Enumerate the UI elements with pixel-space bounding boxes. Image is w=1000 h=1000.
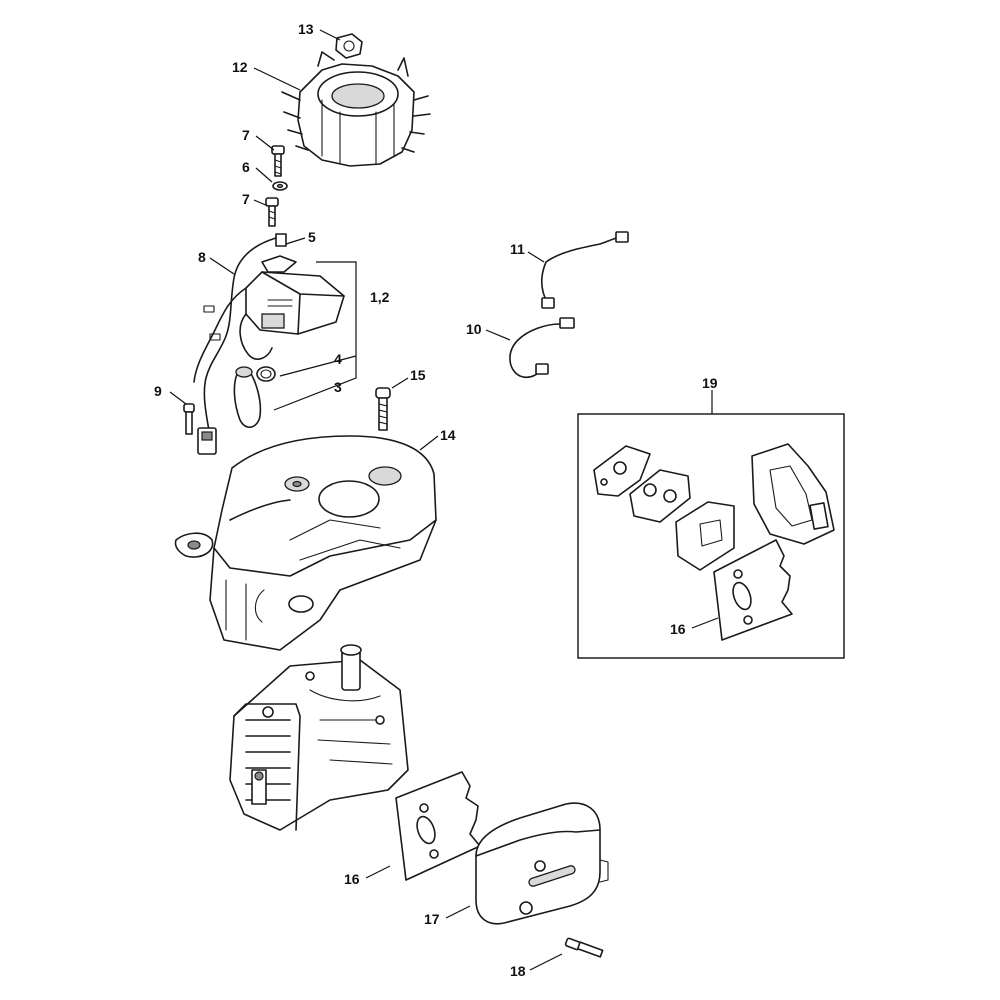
callout-16-kit: 16 [670,621,686,637]
callout-12: 12 [232,59,248,75]
part-7-screw-upper [271,145,285,177]
kit-frame [577,413,845,659]
callout-4: 4 [334,351,342,367]
callout-10: 10 [466,321,482,337]
part-7-screw-lower [265,197,279,227]
callout-7-lower: 7 [242,191,250,207]
callout-6: 6 [242,159,250,175]
callout-11: 11 [510,241,525,257]
callout-14: 14 [440,427,456,443]
callout-13: 13 [298,21,314,37]
callout-5: 5 [308,229,316,245]
callout-15: 15 [410,367,426,383]
callout-18: 18 [510,963,526,979]
part-6-washer [272,181,288,191]
callout-7-upper: 7 [242,127,250,143]
wire-terminal-connector [197,427,217,455]
part-19-gasket-kit [577,413,845,659]
engine-cylinder-block [229,644,409,831]
part-9-screw [183,403,195,435]
part-18-screw [564,937,604,958]
callout-1-2: 1,2 [370,289,390,305]
part-4-spring [256,366,276,382]
part-8-wire-harness [193,237,277,437]
part-17-muffler [475,802,609,925]
part-13-nut [335,33,363,59]
part-10-wire [509,317,575,379]
part-14-fan-housing [174,435,437,651]
callout-19: 19 [702,375,718,391]
part-12-flywheel [281,51,431,167]
callout-9: 9 [154,383,162,399]
leader-lines [169,29,719,971]
part-16-gasket [395,771,481,881]
part-5-bracket [261,233,297,273]
part-1-2-ignition-module [245,271,345,335]
part-11-wire [540,231,629,309]
callout-8: 8 [198,249,206,265]
part-3-boot [233,366,262,428]
callout-3: 3 [334,379,342,395]
callout-16: 16 [344,871,360,887]
part-15-screw [375,387,391,431]
callout-17: 17 [424,911,440,927]
